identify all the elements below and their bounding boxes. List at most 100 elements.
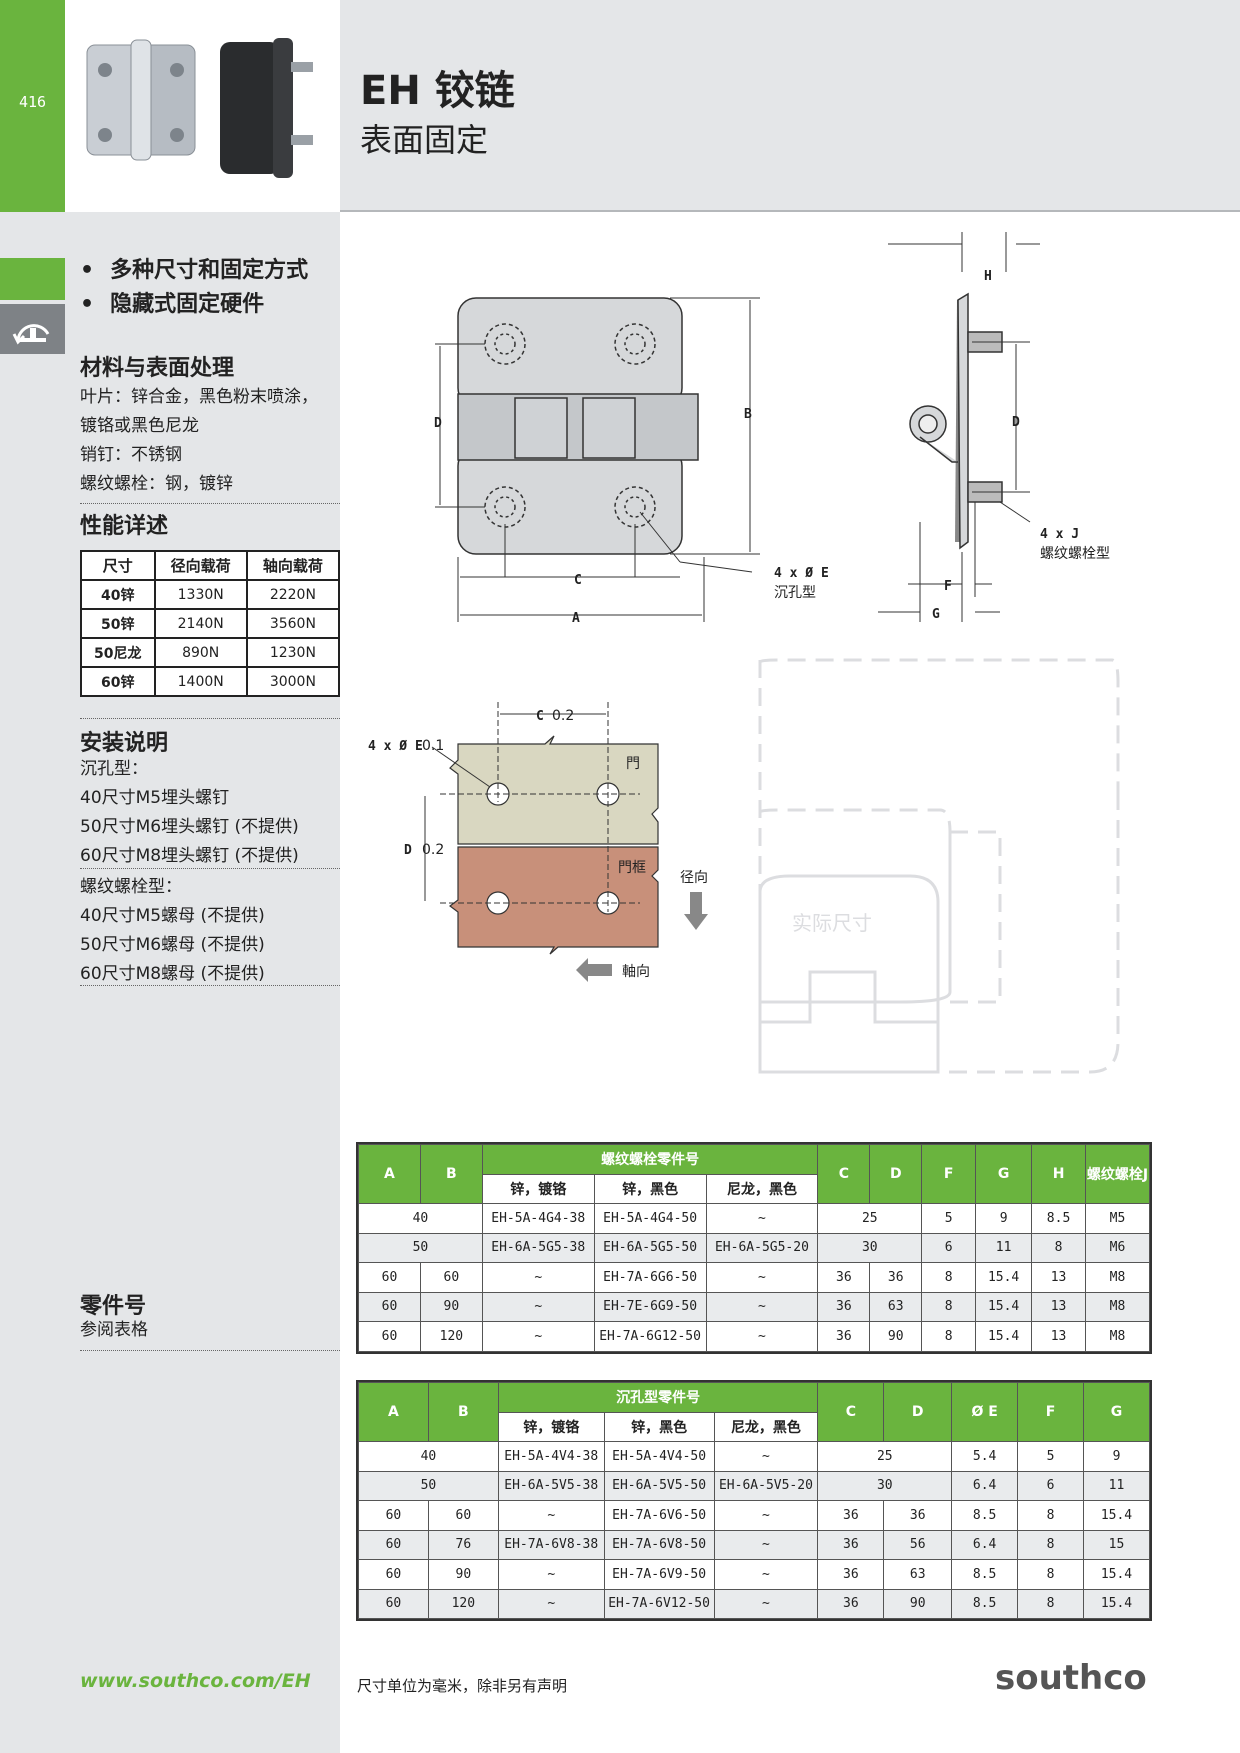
cell-d: 36 [883,1500,953,1531]
cell-g: 15.4 [975,1321,1033,1352]
cell-f: 8 [1017,1500,1084,1531]
cell-a: 60 [358,1500,429,1531]
install-subtitle: 沉孔型： [80,759,148,779]
table-row: 50锌 2140N 3560N [80,608,341,639]
cell-part: EH-7A-6V12-50 [603,1588,715,1619]
col-header: F [921,1144,977,1204]
cell-e: 5.4 [951,1441,1019,1472]
cell-f: 8 [1017,1529,1084,1560]
axial-label: 軸向 [622,964,650,980]
table-row: 40 EH-5A-4V4-38 EH-5A-4V4-50 ~ 25 5.4 5 … [358,1441,1151,1472]
cell-c: 36 [817,1291,871,1322]
cell-e: 6.4 [951,1470,1019,1501]
dim-label: 0.1 [422,738,444,754]
col-header: B [419,1144,483,1204]
dim-label: 4 x J [1040,527,1079,542]
cell-b: 60 [427,1500,499,1531]
perf-radial: 1400N [153,666,248,697]
cell-a: 60 [358,1529,429,1560]
cell-a: 40 [358,1441,499,1472]
cell-j: M8 [1085,1321,1150,1352]
sub-header: 尼龙，黑色 [705,1173,819,1204]
cell-j: M5 [1085,1203,1150,1234]
cell-part: ~ [713,1559,819,1590]
part-number-heading: 零件号 [80,1294,147,1319]
units-note: 尺寸单位为毫米，除非另有声明 [357,1677,568,1695]
cell-a: 50 [358,1470,499,1501]
cell-f: 6 [921,1232,977,1263]
product-photo [65,0,340,212]
table-row: 40 EH-5A-4G4-38 EH-5A-4G4-50 ~ 25 5 9 8.… [358,1203,1150,1234]
cell-b: 90 [427,1559,499,1590]
cell-g: 9 [975,1203,1033,1234]
sub-header: 锌，镀铬 [497,1411,605,1442]
perf-axial: 3000N [245,666,341,697]
sub-header: 锌，镀铬 [481,1173,595,1204]
cell-part: ~ [481,1262,595,1293]
cell-h: 13 [1031,1262,1087,1293]
table-row: 60 60 ~ EH-7A-6V6-50 ~ 36 36 8.5 8 15.4 [358,1500,1151,1531]
cell-a: 60 [358,1588,429,1619]
feature-item: 多种尺寸和固定方式 [80,254,308,288]
install-line: 60尺寸M8螺母 (不提供) [80,964,265,984]
cell-c: 25 [817,1441,953,1472]
category-icon-tab [0,304,65,354]
southco-logo: southco [995,1658,1147,1698]
cell-g: 15.4 [1082,1500,1151,1531]
cell-e: 8.5 [951,1500,1019,1531]
install-line: 50尺寸M6埋头螺钉 (不提供) [80,817,299,837]
section-tab [0,258,65,300]
cell-part: EH-7A-6V8-50 [603,1529,715,1560]
cell-f: 8 [921,1291,977,1322]
col-header: G [975,1144,1033,1204]
cell-h: 13 [1031,1291,1087,1322]
cell-c: 36 [817,1500,885,1531]
cell-b: 76 [427,1529,499,1560]
hinge-rotation-icon [12,324,50,345]
chrome-hinge-image [86,39,196,161]
installation-heading: 安装说明 [80,731,169,756]
table-row: 50 EH-6A-5G5-38 EH-6A-5G5-50 EH-6A-5G5-2… [358,1232,1150,1263]
website-link[interactable]: www.southco.com/EH [80,1670,311,1692]
cell-part: EH-6A-5G5-20 [705,1232,819,1263]
header-band [340,0,1240,212]
cell-b: 120 [419,1321,483,1352]
perf-size: 40锌 [80,579,156,610]
cell-part: ~ [713,1529,819,1560]
cell-h: 8.5 [1031,1203,1087,1234]
cell-h: 13 [1031,1321,1087,1352]
cell-a: 60 [358,1559,429,1590]
col-header: H [1031,1144,1087,1204]
performance-table: 尺寸 径向载荷 轴向载荷 40锌 1330N 2220N 50锌 2140N 3… [80,550,341,697]
cell-f: 5 [1017,1441,1084,1472]
cell-c: 36 [817,1262,871,1293]
installation-countersunk: 沉孔型： 40尺寸M5埋头螺钉 50尺寸M6埋头螺钉 (不提供) 60尺寸M8埋… [80,755,299,871]
materials-line: 销钉：不锈钢 [80,445,182,465]
col-header: Ø E [951,1382,1019,1442]
cell-a: 50 [358,1232,483,1263]
cell-c: 25 [817,1203,923,1234]
page-number: 416 [18,93,47,111]
dim-label: B [744,407,752,422]
sub-header: 锌，黑色 [603,1411,715,1442]
frame-label: 門框 [618,860,646,876]
dim-label: A [572,611,580,626]
cell-b: 120 [427,1588,499,1619]
dim-label: C [536,709,544,724]
cell-part: ~ [705,1262,819,1293]
perf-axial: 1230N [245,637,341,668]
cell-f: 5 [921,1203,977,1234]
cell-c: 36 [817,1559,885,1590]
col-header: F [1017,1382,1084,1442]
dim-label: 螺纹螺栓型 [1040,546,1110,562]
divider [80,985,340,986]
cell-d: 63 [869,1291,923,1322]
perf-radial: 2140N [153,608,248,639]
cell-part: ~ [713,1441,819,1472]
divider [80,718,340,719]
cell-part: ~ [713,1588,819,1619]
table-row: 60 120 ~ EH-7A-6G12-50 ~ 36 90 8 15.4 13… [358,1321,1150,1352]
table-row: 60 76 EH-7A-6V8-38 EH-7A-6V8-50 ~ 36 56 … [358,1529,1151,1560]
cell-f: 6 [1017,1470,1084,1501]
install-line: 50尺寸M6螺母 (不提供) [80,935,265,955]
